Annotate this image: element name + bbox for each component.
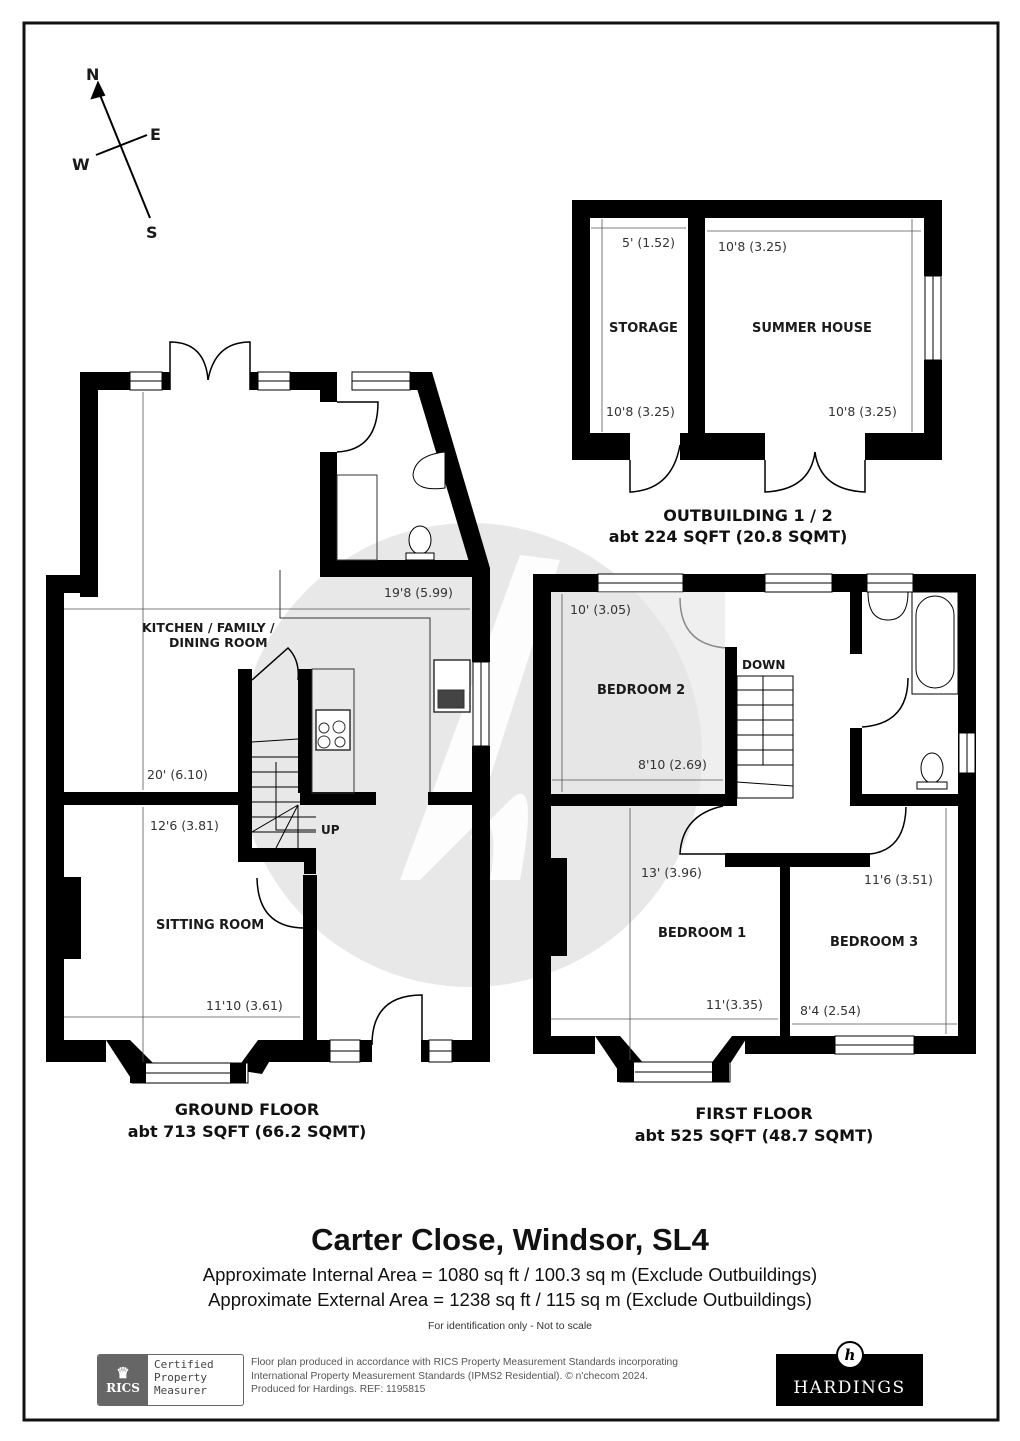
rics-certification-text: Certified Property Measurer <box>154 1358 214 1397</box>
summer-house-window <box>924 275 942 361</box>
kitchen-width-dim: 19'8 (5.99) <box>384 585 453 600</box>
first-floor-dimension-lines <box>551 594 957 1060</box>
ground-floor-walls <box>46 372 490 1062</box>
compass-south: S <box>146 223 158 242</box>
bedroom-1-bay-window <box>595 1036 748 1083</box>
scale-note: For identification only - Not to scale <box>428 1320 592 1332</box>
sitting-room-length-dim: 12'6 (3.81) <box>150 818 219 833</box>
outbuilding-doors <box>629 444 866 493</box>
compass-east: E <box>150 125 161 144</box>
sitting-room-width-dim: 11'10 (3.61) <box>206 998 283 1013</box>
first-floor-stairs <box>736 675 794 799</box>
rics-certified-badge: ♛ RICS Certified Property Measurer <box>97 1354 244 1406</box>
hardings-logo: h HARDINGS <box>776 1341 923 1406</box>
ground-floor-area: abt 713 SQFT (66.2 SQMT) <box>128 1122 367 1141</box>
rics-lion-icon: ♛ <box>116 1364 130 1382</box>
compass-north: N <box>86 65 99 84</box>
first-floor-windows <box>597 573 976 1055</box>
compass-west: W <box>72 155 90 174</box>
ground-floor-dimension-lines <box>64 392 470 1062</box>
outbuilding-dimension-lines <box>591 219 921 432</box>
stairs-up-label: UP <box>321 823 340 837</box>
kitchen-fittings <box>279 474 471 794</box>
hardings-brand-text: HARDINGS <box>793 1378 906 1398</box>
outbuilding-title: OUTBUILDING 1 / 2 <box>663 506 832 525</box>
bathroom-fittings <box>867 591 959 790</box>
page-frame <box>22 21 1000 1422</box>
room-label-storage: STORAGE <box>609 321 678 336</box>
measurement-disclaimer: Floor plan produced in accordance with R… <box>251 1357 678 1395</box>
bedroom-3-length-dim: 11'6 (3.51) <box>864 872 933 887</box>
room-label-kitchen-line2: DINING ROOM <box>169 635 268 650</box>
room-label-bedroom-2: BEDROOM 2 <box>597 683 685 698</box>
rics-logo: ♛ RICS <box>98 1355 148 1405</box>
first-floor-walls <box>533 574 976 1054</box>
ground-floor-angled-wall <box>412 372 490 585</box>
storage-length-dim: 10'8 (3.25) <box>606 404 675 419</box>
ground-floor-title: GROUND FLOOR <box>175 1100 319 1119</box>
ground-floor-stairs <box>251 738 316 849</box>
external-area: Approximate External Area = 1238 sq ft /… <box>208 1289 812 1310</box>
kitchen-length-dim: 20' (6.10) <box>147 767 208 782</box>
hardings-emblem-icon: h <box>836 1341 864 1369</box>
bedroom-2-watermark-shade <box>551 592 725 794</box>
bedroom-1-length-dim: 13' (3.96) <box>641 865 702 880</box>
storage-width-dim: 5' (1.52) <box>622 235 675 250</box>
internal-area: Approximate Internal Area = 1080 sq ft /… <box>202 1264 818 1285</box>
wc-fittings <box>405 451 446 561</box>
bedroom-1-width-dim: 11'(3.35) <box>706 997 763 1012</box>
room-label-summer-house: SUMMER HOUSE <box>752 321 872 336</box>
first-floor-area: abt 525 SQFT (48.7 SQMT) <box>635 1126 874 1145</box>
ground-floor-doors <box>169 341 423 1046</box>
first-floor-title: FIRST FLOOR <box>695 1104 812 1123</box>
outbuilding-area: abt 224 SQFT (20.8 SQMT) <box>609 527 848 546</box>
bedroom-3-width-dim: 8'4 (2.54) <box>800 1003 861 1018</box>
room-label-bedroom-1: BEDROOM 1 <box>658 926 746 941</box>
room-label-kitchen-line1: KITCHEN / FAMILY / <box>142 620 275 635</box>
property-address: Carter Close, Windsor, SL4 <box>311 1222 709 1257</box>
compass-icon <box>90 80 151 219</box>
stairs-down-label: DOWN <box>742 658 785 672</box>
sitting-room-bay-window <box>106 1040 282 1084</box>
summer-house-width-dim: 10'8 (3.25) <box>718 239 787 254</box>
outbuilding-walls <box>572 200 942 460</box>
bedroom-2-length-dim: 10' (3.05) <box>570 602 631 617</box>
bedroom-2-width-dim: 8'10 (2.69) <box>638 757 707 772</box>
summer-house-length-dim: 10'8 (3.25) <box>828 404 897 419</box>
room-label-sitting-room: SITTING ROOM <box>156 918 264 933</box>
room-label-bedroom-3: BEDROOM 3 <box>830 935 918 950</box>
ground-floor-windows <box>129 371 490 1063</box>
